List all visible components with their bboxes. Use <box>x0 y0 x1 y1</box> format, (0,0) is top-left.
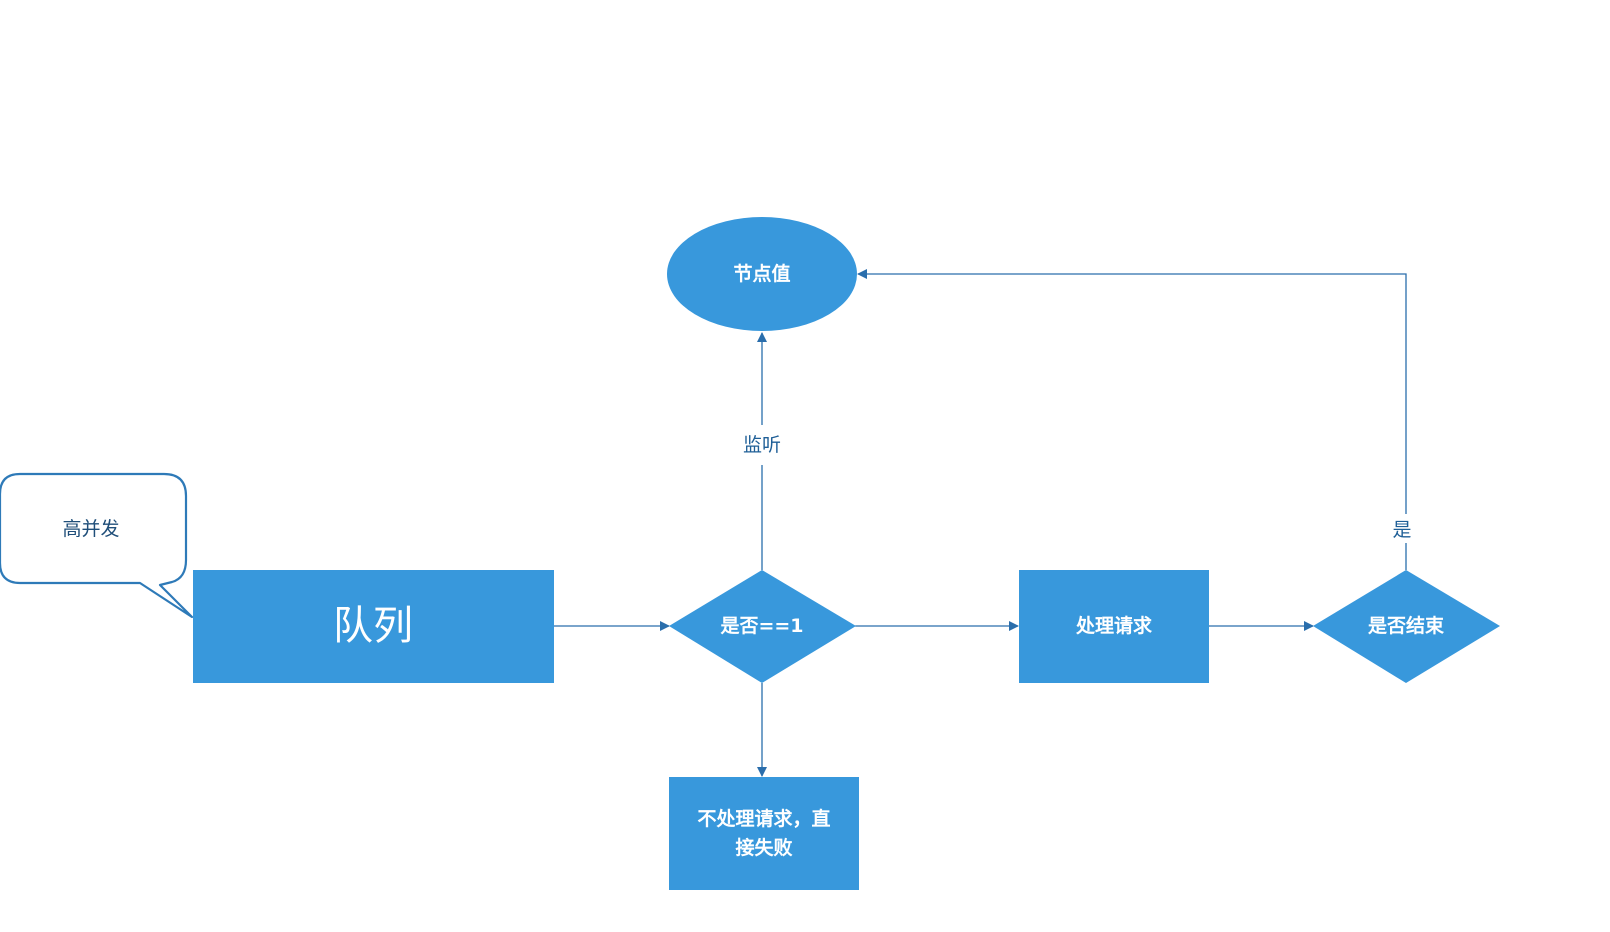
callout-label: 高并发 <box>62 518 119 540</box>
edge-finished-to-node-value-upper <box>857 269 1407 514</box>
check-label: 是否==1 <box>720 615 803 637</box>
queue-box <box>193 570 554 683</box>
reject-label-line1: 不处理请求，直 <box>697 807 830 830</box>
node-value-label: 节点值 <box>733 262 790 285</box>
node-is-finished: 是否结束 <box>1313 570 1500 683</box>
node-node-value: 节点值 <box>667 217 857 331</box>
node-process-request: 处理请求 <box>1019 570 1209 683</box>
node-value-ellipse <box>667 217 857 331</box>
check-diamond <box>669 570 856 683</box>
process-label: 处理请求 <box>1075 614 1153 637</box>
node-queue: 队列 <box>193 570 554 683</box>
reject-box <box>669 777 859 890</box>
node-reject-request: 不处理请求，直 接失败 <box>669 777 859 890</box>
edge-label-yes: 是 <box>1392 519 1411 541</box>
queue-label: 队列 <box>333 603 413 649</box>
edges <box>554 269 1407 777</box>
callout-shape <box>0 472 194 619</box>
finished-diamond <box>1313 570 1500 683</box>
reject-label-line2: 接失败 <box>735 836 792 859</box>
callout-bubble: 高并发 <box>0 472 194 619</box>
finished-label: 是否结束 <box>1368 614 1445 637</box>
edge-label-listen: 监听 <box>743 434 781 456</box>
node-check-equals-one: 是否==1 <box>669 570 856 683</box>
process-box <box>1019 570 1209 683</box>
